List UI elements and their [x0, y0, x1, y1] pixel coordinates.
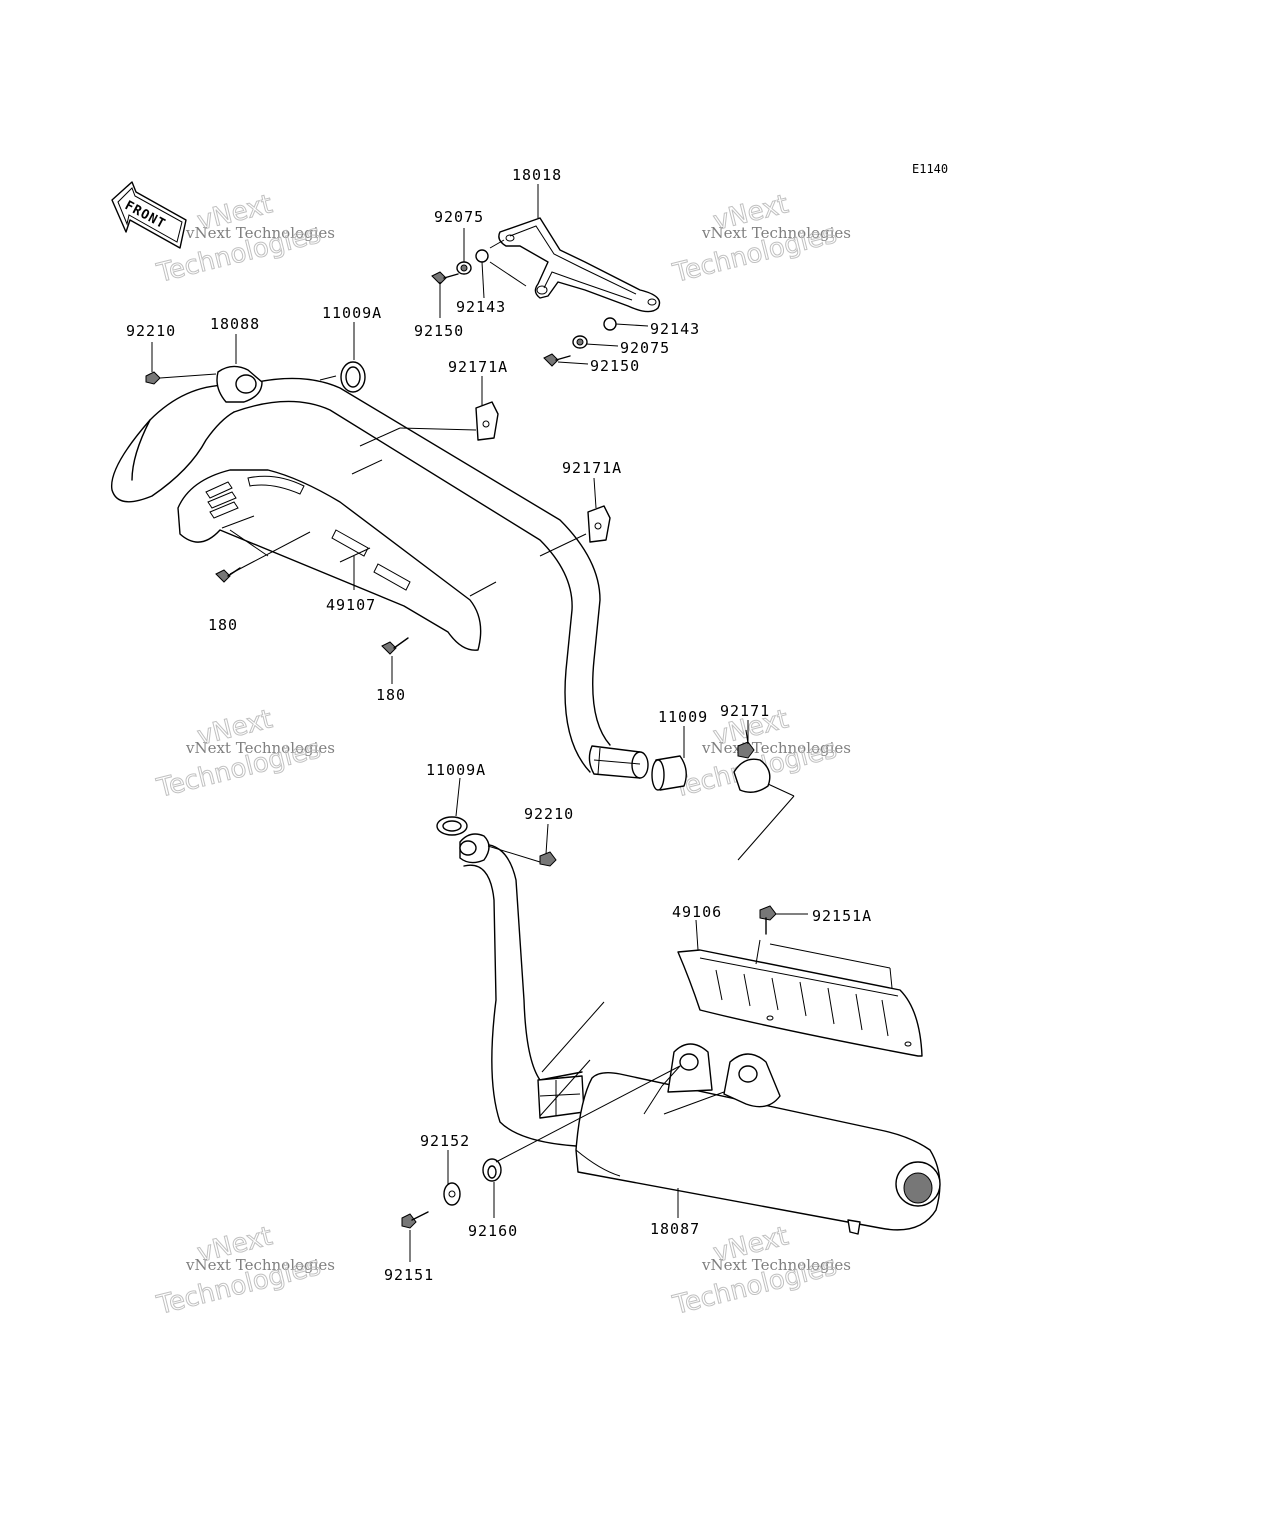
label-92210-b: 92210 [524, 805, 574, 823]
svg-text:vNext Technologies: vNext Technologies [701, 224, 851, 242]
label-92152: 92152 [420, 1132, 470, 1150]
leader-lines [151, 184, 893, 1262]
label-180-b: 180 [376, 686, 406, 704]
front-arrow-icon: FRONT [111, 181, 187, 249]
heat-shield-49106 [677, 949, 923, 1057]
label-92151: 92151 [384, 1266, 434, 1284]
nut-92210-a [145, 371, 161, 385]
muffler-18087 [575, 1043, 941, 1235]
bolt-92150-b [543, 353, 571, 367]
grommet-92160 [482, 1158, 502, 1182]
svg-text:vNext Technologies: vNext Technologies [185, 1256, 335, 1274]
svg-text:vNext Technologies: vNext Technologies [185, 224, 335, 242]
bolt-92151A [759, 905, 777, 935]
label-49107: 49107 [326, 596, 376, 614]
label-11009A-a: 11009A [322, 304, 382, 322]
label-92171A-a: 92171A [448, 358, 508, 376]
exhaust-pipe-upper [110, 377, 649, 779]
exhaust-pipe-lower [459, 833, 585, 1147]
svg-text:vNext Technologies: vNext Technologies [701, 1256, 851, 1274]
label-92171A-b: 92171A [562, 459, 622, 477]
diagram-code: E1140 [912, 162, 948, 176]
nut-92075-a [456, 261, 472, 275]
label-92075-b: 92075 [620, 339, 670, 357]
bolt-92150-a [431, 271, 459, 285]
washer-92152 [443, 1182, 461, 1206]
bolt-180-b [381, 637, 409, 655]
label-49106: 49106 [672, 903, 722, 921]
label-11009: 11009 [658, 708, 708, 726]
label-92210-a: 92210 [126, 322, 176, 340]
gasket-11009A-a [340, 361, 366, 393]
nut-92075-b [572, 335, 588, 349]
part-labels: 18018 92075 92143 92150 92143 92075 9215… [126, 166, 872, 1284]
svg-text:vNext Technologies: vNext Technologies [185, 739, 335, 757]
label-18018: 18018 [512, 166, 562, 184]
clip-92171A-a [475, 401, 499, 441]
bracket-18018 [498, 217, 661, 313]
collar-92143-b [603, 317, 617, 331]
label-11009A-b: 11009A [426, 761, 486, 779]
label-18088: 18088 [210, 315, 260, 333]
nut-92210-b [539, 851, 557, 867]
label-18087: 18087 [650, 1220, 700, 1238]
label-92075-a: 92075 [434, 208, 484, 226]
label-92143-b: 92143 [650, 320, 700, 338]
gasket-11009A-b [436, 816, 468, 836]
label-92143-a: 92143 [456, 298, 506, 316]
label-92151A: 92151A [812, 907, 872, 925]
watermark-bottom-left: vNext Technologies vNext Technologies [153, 1221, 335, 1322]
joint-tube-11009 [651, 755, 687, 791]
label-92150-a: 92150 [414, 322, 464, 340]
label-92160: 92160 [468, 1222, 518, 1240]
clamp-92171 [733, 729, 771, 793]
clip-92171A-b [587, 505, 611, 543]
watermark-mid-left: vNext Technologies vNext Technologies [153, 704, 335, 805]
label-92171: 92171 [720, 702, 770, 720]
label-180-a: 180 [208, 616, 238, 634]
heat-shield-49107 [177, 469, 482, 651]
label-92150-b: 92150 [590, 357, 640, 375]
flange-18088 [216, 365, 263, 403]
bolt-92151 [401, 1211, 429, 1229]
watermark-top-right: vNext Technologies vNext Technologies [669, 189, 851, 290]
collar-92143-a [475, 249, 489, 263]
